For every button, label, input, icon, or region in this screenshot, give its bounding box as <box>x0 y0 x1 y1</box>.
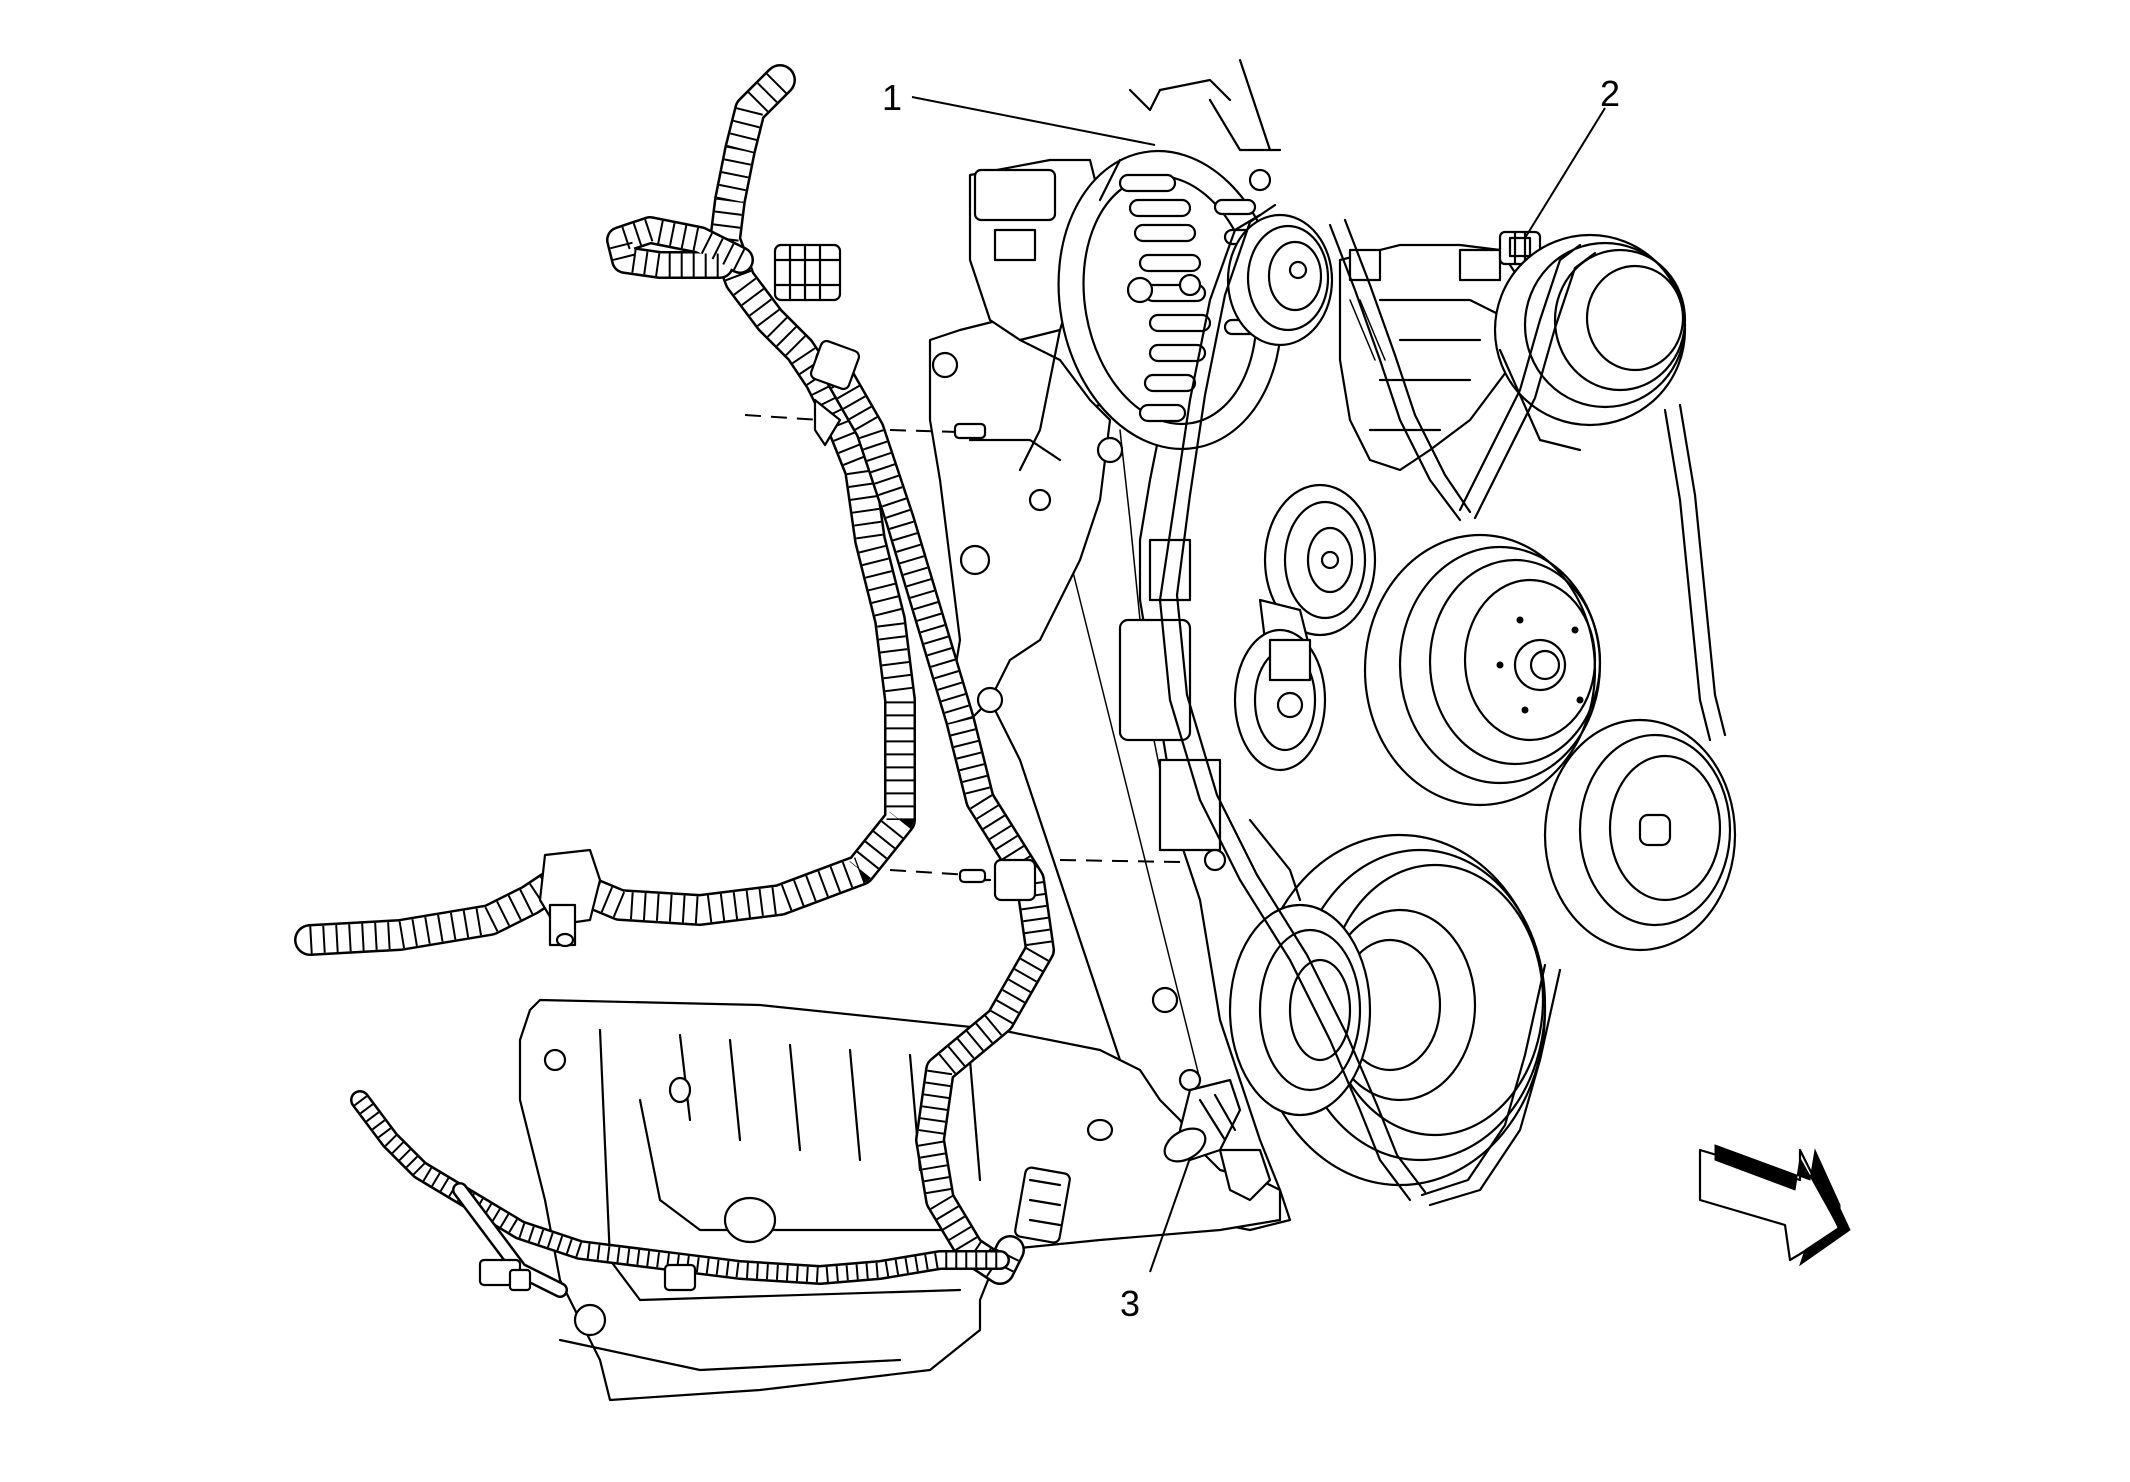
serpentine-drive-belt <box>1158 203 1727 1207</box>
generator-alternator <box>968 149 1283 472</box>
crankshaft-balancer <box>1228 818 1547 1187</box>
water-pump-pulley <box>1363 533 1602 807</box>
harness-mounting-studs <box>744 398 1181 884</box>
callout-labels: 1 2 3 <box>882 73 1620 1324</box>
callout-3: 3 <box>1120 1283 1140 1324</box>
callout-leaders <box>911 96 1606 1273</box>
oil-pan <box>518 998 1282 1402</box>
harness-clip-mid <box>968 858 1037 902</box>
front-direction-arrow-icon <box>1698 1144 1851 1267</box>
harness-connectors <box>478 243 1071 1292</box>
alternator-bracket <box>928 58 1282 722</box>
ac-compressor-pulley <box>1543 718 1737 952</box>
lower-harness-connector <box>1014 1166 1071 1244</box>
power-steering-pulley <box>1493 233 1687 452</box>
oil-level-sensor <box>1163 1078 1272 1202</box>
idler-pulley <box>1263 483 1377 637</box>
harness-clip-upper <box>809 339 861 391</box>
callout-1: 1 <box>882 77 902 118</box>
alternator-pulley <box>1226 213 1334 347</box>
bottom-harness-connectors <box>478 1258 697 1292</box>
left-harness-connector <box>538 848 602 948</box>
belt-tensioner <box>1233 598 1327 772</box>
callout-2: 2 <box>1600 73 1620 114</box>
upper-harness-connector <box>773 243 842 302</box>
